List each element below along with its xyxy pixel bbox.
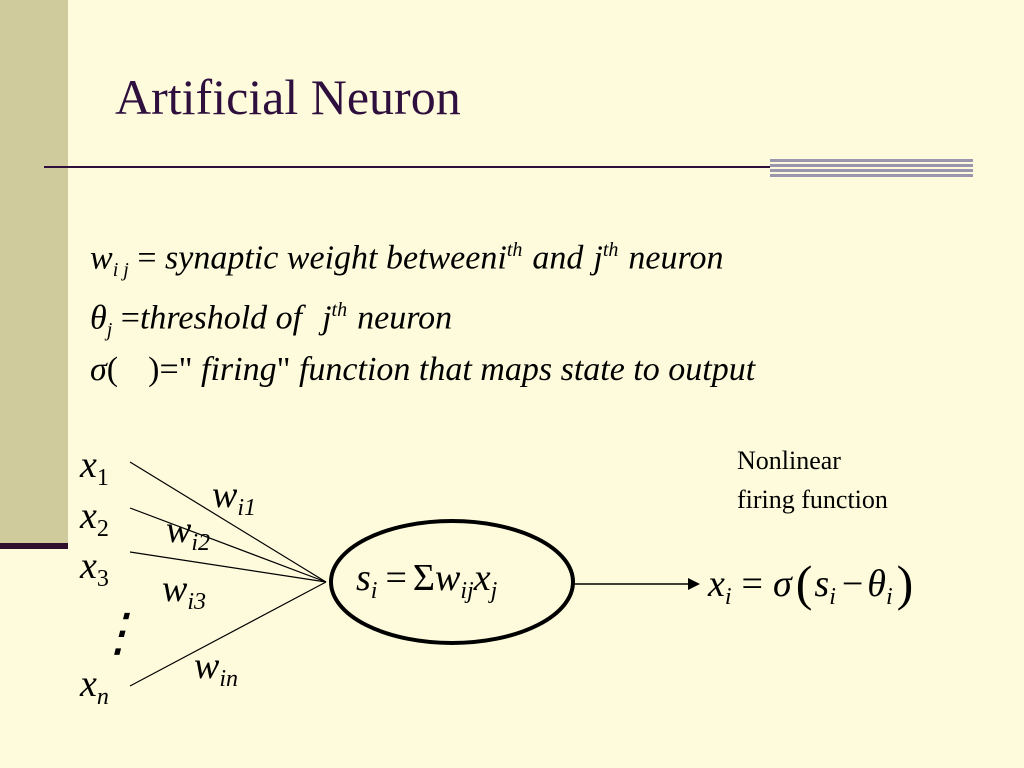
def-firing-word: firing — [201, 351, 277, 388]
left-sidebar-bar-foot — [0, 543, 68, 549]
def-firing-quote-close: " — [276, 351, 291, 388]
def-weight-eq: = — [137, 239, 157, 277]
neuron-body — [329, 519, 575, 645]
def-weight-j-sup: th — [602, 239, 619, 261]
input-line-2 — [129, 507, 327, 583]
input-x3: x3 — [79, 545, 109, 592]
def-weight-and: and — [532, 239, 584, 277]
firing-function-label-line1: Nonlinear — [737, 446, 841, 475]
input-xn: xn — [79, 663, 109, 710]
input-x1: x1 — [79, 444, 109, 491]
input-line-n — [129, 581, 327, 687]
firing-function-label-line2: firing function — [737, 485, 888, 514]
def-weight-text: synaptic weight between — [165, 239, 498, 277]
output-arrowhead — [688, 578, 700, 590]
def-threshold-j-sup: th — [331, 299, 348, 321]
input-line-3 — [129, 551, 327, 583]
def-weight-neuron: neuron — [628, 239, 724, 277]
title-underline — [44, 166, 770, 168]
def-firing: σ()=" firing" function that maps state t… — [90, 346, 1010, 406]
def-threshold-eq: = — [120, 299, 140, 337]
def-firing-lparen: ( — [106, 351, 119, 388]
def-weight-i: i — [497, 239, 507, 277]
input-x2: x2 — [79, 495, 109, 542]
title-underline-accent — [770, 159, 973, 178]
def-firing-eq: = — [159, 351, 179, 388]
input-ellipsis: ⋮ — [92, 605, 144, 662]
weight-win: win — [194, 645, 238, 692]
def-threshold-j: j — [322, 299, 332, 337]
def-threshold-sub: j — [106, 319, 113, 342]
def-threshold-text: threshold of — [139, 299, 303, 337]
def-weight-sub: i j — [112, 259, 129, 282]
slide-title: Artificial Neuron — [115, 69, 461, 125]
weight-wi1: wi1 — [212, 474, 256, 521]
def-firing-symbol: σ — [90, 351, 107, 388]
neuron-equation: si=Σwijxj — [356, 557, 498, 604]
def-threshold-symbol: θ — [90, 299, 107, 337]
def-firing-rparen: ) — [148, 351, 160, 388]
weight-wi2: wi2 — [166, 509, 210, 556]
def-firing-quote-open: " — [178, 351, 193, 388]
output-equation: xi=σ(si−θi) — [707, 555, 913, 611]
def-firing-text: function that maps state to output — [298, 351, 756, 388]
def-weight-j: j — [593, 239, 603, 277]
def-weight-i-sup: th — [506, 239, 523, 261]
weight-wi3: wi3 — [162, 568, 206, 615]
def-threshold-neuron: neuron — [357, 299, 453, 337]
input-line-1 — [129, 461, 327, 583]
left-sidebar-bar — [0, 0, 68, 546]
def-weight-symbol: w — [90, 239, 113, 277]
